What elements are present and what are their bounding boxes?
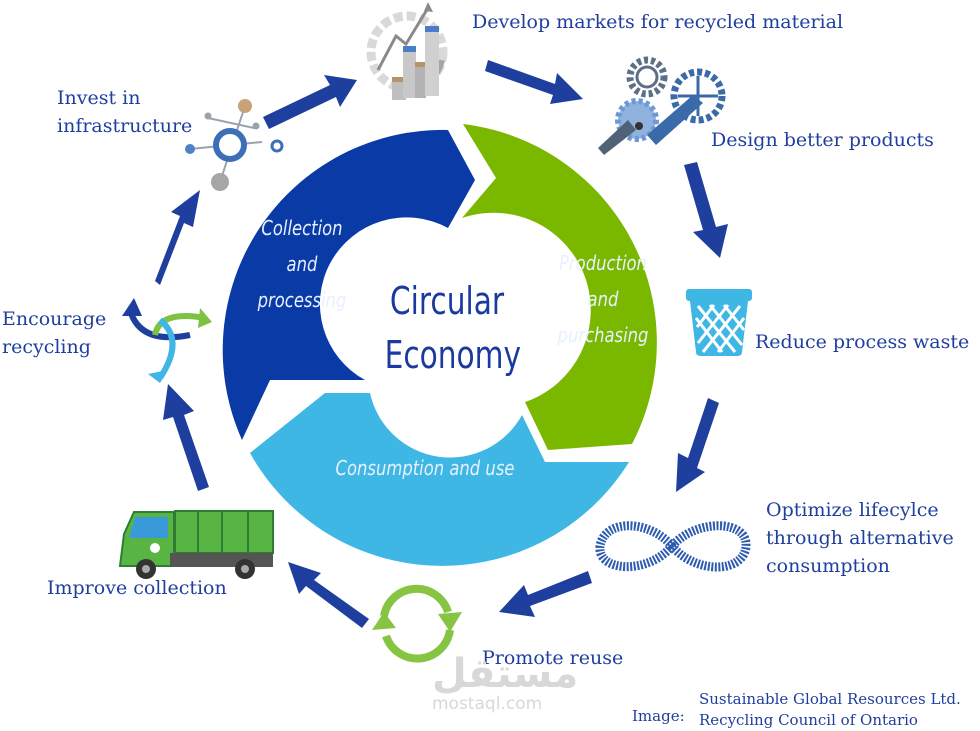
step-encourage-recycling-line1: Encourage — [2, 308, 107, 330]
segment-label-production-line1: Production — [559, 251, 647, 275]
watermark-latin: mostaql.com — [432, 694, 543, 714]
center-title-line2: Economy — [384, 333, 522, 377]
garbage-truck-icon — [118, 510, 274, 579]
waste-basket-icon — [686, 289, 752, 356]
step-label-optimize-lifecycle: Optimize lifecylce through alternative c… — [766, 496, 954, 580]
arrow-infra-to-markets — [263, 75, 357, 129]
step-improve-collection-line1: Improve collection — [47, 577, 227, 599]
segment-consumption-use — [250, 393, 629, 566]
step-label-develop-markets: Develop markets for recycled material — [472, 8, 843, 36]
reuse-cycle-icon — [380, 584, 454, 663]
step-label-design-products: Design better products — [711, 126, 934, 154]
segment-label-collection-line3: processing — [257, 288, 347, 312]
segment-label-production-line3: purchasing — [557, 323, 649, 347]
step-optimize-lifecycle-line3: consumption — [766, 555, 890, 577]
gears-wrench-icon — [598, 56, 726, 155]
arrow-markets-to-design — [485, 60, 583, 104]
center-circle — [369, 252, 525, 408]
segment-label-collection: Collection and processing — [245, 210, 360, 318]
arrow-collection-to-recycling — [163, 384, 209, 491]
step-encourage-recycling-line2: recycling — [2, 336, 91, 358]
infinity-icon — [595, 521, 751, 572]
segment-production-purchasing — [462, 124, 657, 450]
step-label-reduce-waste: Reduce process waste — [755, 328, 969, 356]
center-title-line1: Circular — [389, 279, 505, 323]
segment-label-production: Production and purchasing — [546, 245, 661, 353]
bar-chart-growth-icon — [366, 2, 448, 100]
step-invest-infrastructure-line2: infrastructure — [57, 115, 193, 137]
credit-source-2: Recycling Council of Ontario — [699, 711, 918, 729]
arrow-recycling-to-infra — [155, 190, 200, 285]
step-design-products-line1: Design better products — [711, 129, 934, 151]
recycle-arrowhead-light — [148, 370, 168, 383]
step-optimize-lifecycle-line2: through alternative — [766, 527, 954, 549]
step-label-promote-reuse: Promote reuse — [482, 644, 623, 672]
step-invest-infrastructure-line1: Invest in — [57, 87, 141, 109]
segment-label-production-line2: and — [587, 287, 619, 311]
step-label-encourage-recycling: Encourage recycling — [2, 305, 106, 361]
segment-collection-processing — [222, 129, 475, 440]
arrow-lifecycle-to-reuse — [499, 571, 592, 617]
arrow-waste-to-lifecycle — [676, 398, 719, 492]
segment-label-collection-line2: and — [286, 252, 318, 276]
step-promote-reuse-line1: Promote reuse — [482, 647, 624, 669]
recycle-arrowhead-green — [198, 308, 212, 328]
credit-source-1: Sustainable Global Resources Ltd. — [699, 690, 961, 708]
step-develop-markets-line1: Develop markets for recycled material — [472, 11, 844, 33]
step-label-improve-collection: Improve collection — [47, 574, 227, 602]
arrow-reuse-to-collection — [288, 562, 369, 628]
recycle-arrowhead-blue — [122, 298, 142, 316]
recycle-arrows-icon — [127, 309, 206, 380]
credit-prefix: Image: — [632, 707, 685, 725]
segment-label-consumption: Consumption and use — [323, 450, 528, 486]
step-optimize-lifecycle-line1: Optimize lifecylce — [766, 499, 939, 521]
center-title: Circular Economy — [384, 274, 522, 382]
watermark-arabic: مستقل — [432, 651, 579, 697]
reuse-arrowhead-left — [372, 612, 396, 630]
segment-label-collection-line1: Collection — [261, 216, 343, 240]
step-reduce-waste-line1: Reduce process waste — [755, 331, 970, 353]
flow-arrows — [155, 60, 728, 628]
arrow-design-to-waste — [684, 162, 728, 258]
credit-sources: Sustainable Global Resources Ltd. Recycl… — [699, 689, 961, 731]
step-label-invest-infrastructure: Invest in infrastructure — [57, 84, 192, 140]
network-hub-icon — [185, 99, 284, 191]
segment-label-consumption-line1: Consumption and use — [335, 456, 515, 480]
reuse-arrowhead-right — [438, 612, 462, 632]
